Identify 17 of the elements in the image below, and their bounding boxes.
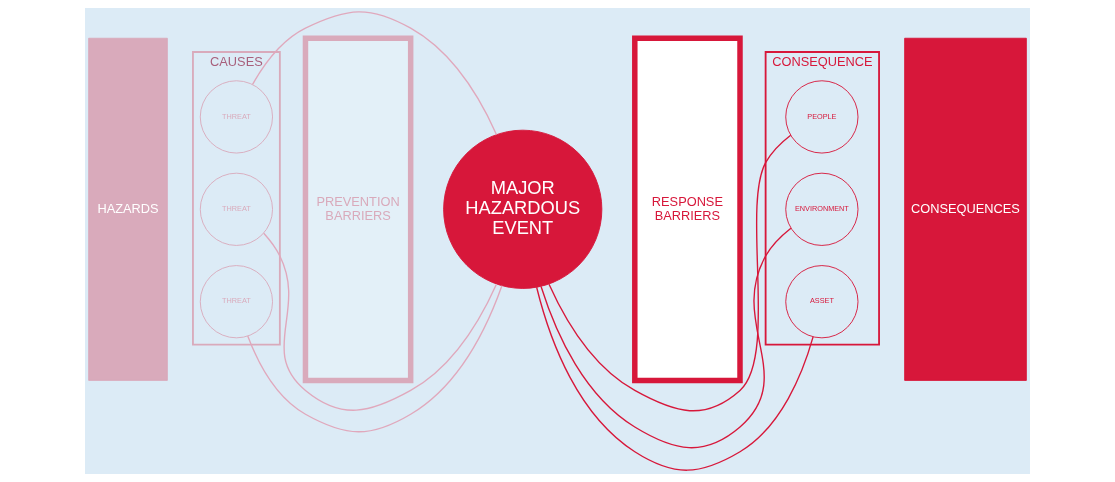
node-circle: THREAT: [199, 80, 273, 154]
node-box: RESPONSE BARRIERS: [632, 35, 743, 384]
connector: [247, 285, 503, 433]
node-circle: THREAT: [199, 172, 273, 246]
node-box: CONSEQUENCES: [904, 37, 1027, 381]
connector: [548, 134, 792, 412]
node-circle: ENVIRONMENT: [785, 172, 859, 246]
node-circle: ASSET: [785, 265, 859, 339]
node-circle: PEOPLE: [785, 80, 859, 154]
node-circle: MAJOR HAZARDOUS EVENT: [443, 129, 603, 289]
connector: [535, 286, 814, 471]
node-box: HAZARDS: [88, 37, 168, 381]
connector: [251, 11, 498, 136]
connector: [540, 227, 792, 449]
node-circle: THREAT: [199, 265, 273, 339]
connector: [263, 232, 498, 411]
node-box: PREVENTION BARRIERS: [302, 35, 414, 384]
